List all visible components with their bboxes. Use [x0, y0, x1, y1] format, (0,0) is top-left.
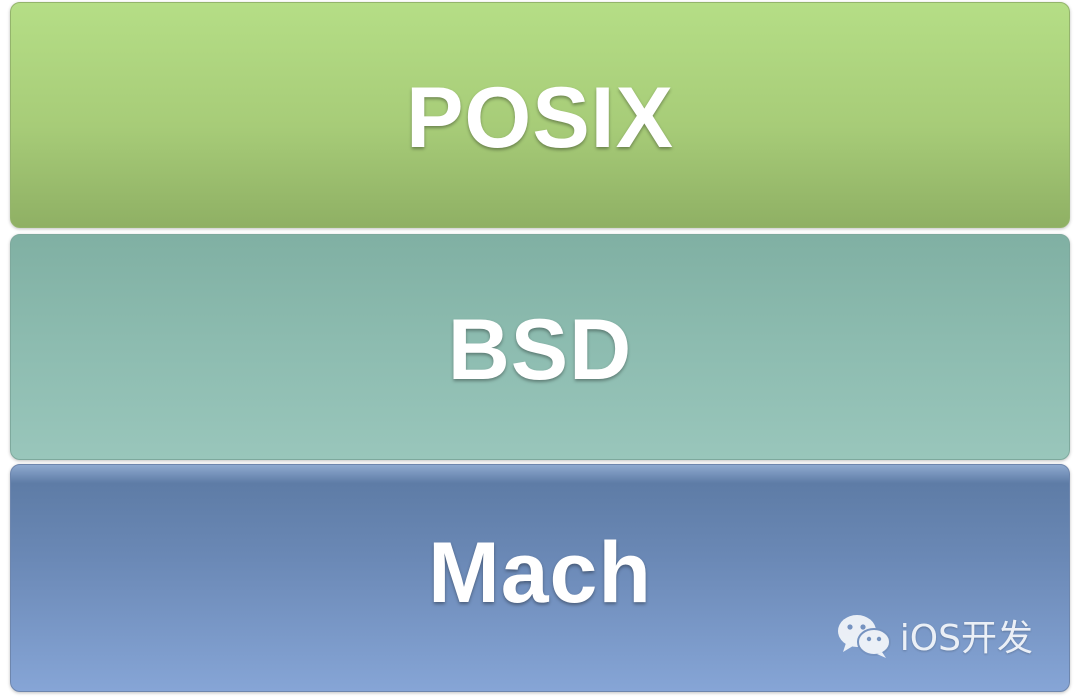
layer-stack-diagram: POSIX BSD Mach iOS开发	[10, 0, 1070, 700]
watermark: iOS开发	[836, 609, 1033, 661]
layer-bsd: BSD	[10, 234, 1070, 460]
layer-label-mach: Mach	[428, 524, 652, 621]
layer-label-posix: POSIX	[406, 69, 674, 166]
layer-label-bsd: BSD	[447, 301, 633, 398]
wechat-icon	[836, 611, 892, 659]
layer-posix: POSIX	[10, 2, 1070, 228]
watermark-text: iOS开发	[899, 618, 1033, 659]
layer-mach: Mach iOS开发	[10, 464, 1070, 692]
